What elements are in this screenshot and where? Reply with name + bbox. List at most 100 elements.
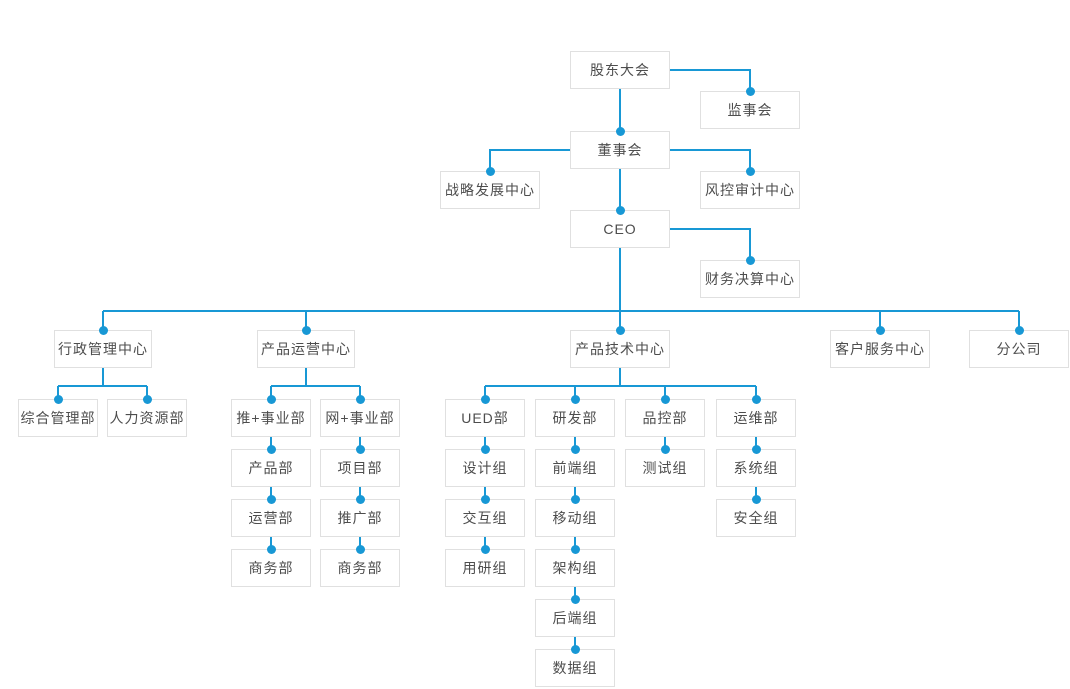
connector-dot (355, 395, 365, 404)
org-node-testing-group: 测试组 (625, 445, 705, 487)
connector-dot (660, 395, 670, 404)
org-node-devops-dept: 运维部 (716, 395, 796, 437)
connector-dot (751, 495, 761, 504)
connector-dot (570, 545, 580, 554)
org-node-general-admin: 综合管理部 (18, 395, 98, 437)
org-node-branch: 分公司 (969, 326, 1069, 368)
connector-dot (480, 445, 490, 454)
connector-dot (751, 395, 761, 404)
org-node-label: 运营部 (248, 510, 294, 526)
connector-dot (660, 445, 670, 454)
org-node-data-group: 数据组 (535, 645, 615, 687)
connector-path (57, 69, 1020, 649)
org-node-label: 综合管理部 (20, 410, 96, 426)
org-node-label: 后端组 (552, 610, 598, 626)
org-node-service-center: 客户服务中心 (830, 326, 930, 368)
connector-dot (570, 495, 580, 504)
org-node-label: 项目部 (337, 460, 383, 476)
connector-dot (480, 495, 490, 504)
org-node-label: 风控审计中心 (705, 182, 795, 198)
org-node-supervisory: 监事会 (700, 87, 800, 129)
org-node-backend-group: 后端组 (535, 595, 615, 637)
org-node-project-dept: 项目部 (320, 445, 400, 487)
connector-dot (570, 445, 580, 454)
org-node-label: 交互组 (462, 510, 508, 526)
org-node-label: 推广部 (337, 510, 383, 526)
org-node-risk-audit-center: 风控审计中心 (700, 167, 800, 209)
org-node-label: 研发部 (552, 410, 598, 426)
org-node-business-dept-2: 商务部 (320, 545, 400, 587)
org-node-ceo: CEO (570, 206, 670, 248)
connector-dot (266, 445, 276, 454)
connector-dot (570, 645, 580, 654)
connector-dot (301, 326, 311, 335)
connector-dot (615, 206, 625, 215)
connector-dot (615, 326, 625, 335)
connector-dot (266, 395, 276, 404)
org-node-label: 数据组 (552, 660, 598, 676)
org-node-shareholders: 股东大会 (570, 51, 670, 89)
org-node-board: 董事会 (570, 127, 670, 169)
org-node-user-research-group: 用研组 (445, 545, 525, 587)
org-node-business-dept-1: 商务部 (231, 545, 311, 587)
org-node-mobile-group: 移动组 (535, 495, 615, 537)
connector-dot (355, 545, 365, 554)
org-node-ued-dept: UED部 (445, 395, 525, 437)
org-node-label: 运维部 (733, 410, 779, 426)
org-node-security-group: 安全组 (716, 495, 796, 537)
org-node-label: 股东大会 (590, 62, 650, 78)
connector-dot (53, 395, 63, 404)
org-node-label: 产品技术中心 (575, 341, 665, 357)
org-node-label: 董事会 (597, 142, 643, 158)
connector-dot (142, 395, 152, 404)
org-node-label: 产品运营中心 (261, 341, 351, 357)
org-node-label: 监事会 (727, 102, 773, 118)
org-node-label: 测试组 (642, 460, 688, 476)
org-node-label: 商务部 (337, 560, 383, 576)
org-node-architecture-group: 架构组 (535, 545, 615, 587)
org-node-label: 商务部 (248, 560, 294, 576)
org-node-qc-dept: 品控部 (625, 395, 705, 437)
connector-dot (745, 256, 755, 265)
org-node-tech-center: 产品技术中心 (570, 326, 670, 368)
org-node-label: 财务决算中心 (705, 271, 795, 287)
connector-dot (615, 127, 625, 136)
org-node-label: 分公司 (996, 341, 1042, 357)
org-node-label: 网+事业部 (325, 410, 395, 426)
org-node-label: 架构组 (552, 560, 598, 576)
connector-dot (745, 167, 755, 176)
org-node-wang-division: 网+事业部 (320, 395, 400, 437)
connector-dot (480, 545, 490, 554)
org-node-label: 产品部 (248, 460, 294, 476)
org-node-label: 战略发展中心 (445, 182, 535, 198)
org-node-label: 人力资源部 (109, 410, 185, 426)
org-node-label: 安全组 (733, 510, 779, 526)
connector-dot (570, 595, 580, 604)
org-node-frontend-group: 前端组 (535, 445, 615, 487)
connector-dot (266, 545, 276, 554)
org-node-label: 客户服务中心 (835, 341, 925, 357)
org-node-finance-center: 财务决算中心 (700, 256, 800, 298)
org-node-label: CEO (603, 221, 637, 237)
org-node-label: 移动组 (552, 510, 598, 526)
connector-dot (480, 395, 490, 404)
connector-dot (1014, 326, 1024, 335)
org-node-label: 前端组 (552, 460, 598, 476)
org-node-operation-dept: 运营部 (231, 495, 311, 537)
connector-dot (485, 167, 495, 176)
org-node-ops-center: 产品运营中心 (257, 326, 355, 368)
org-node-system-group: 系统组 (716, 445, 796, 487)
connector-dot (355, 495, 365, 504)
connector-dot (98, 326, 108, 335)
org-node-label: UED部 (461, 410, 509, 426)
org-node-product-dept: 产品部 (231, 445, 311, 487)
org-node-label: 用研组 (462, 560, 508, 576)
org-node-design-group: 设计组 (445, 445, 525, 487)
org-node-label: 系统组 (733, 460, 779, 476)
connector-dot (570, 395, 580, 404)
org-node-tui-division: 推+事业部 (231, 395, 311, 437)
org-node-interaction-group: 交互组 (445, 495, 525, 537)
connector-dot (875, 326, 885, 335)
org-node-label: 品控部 (642, 410, 688, 426)
